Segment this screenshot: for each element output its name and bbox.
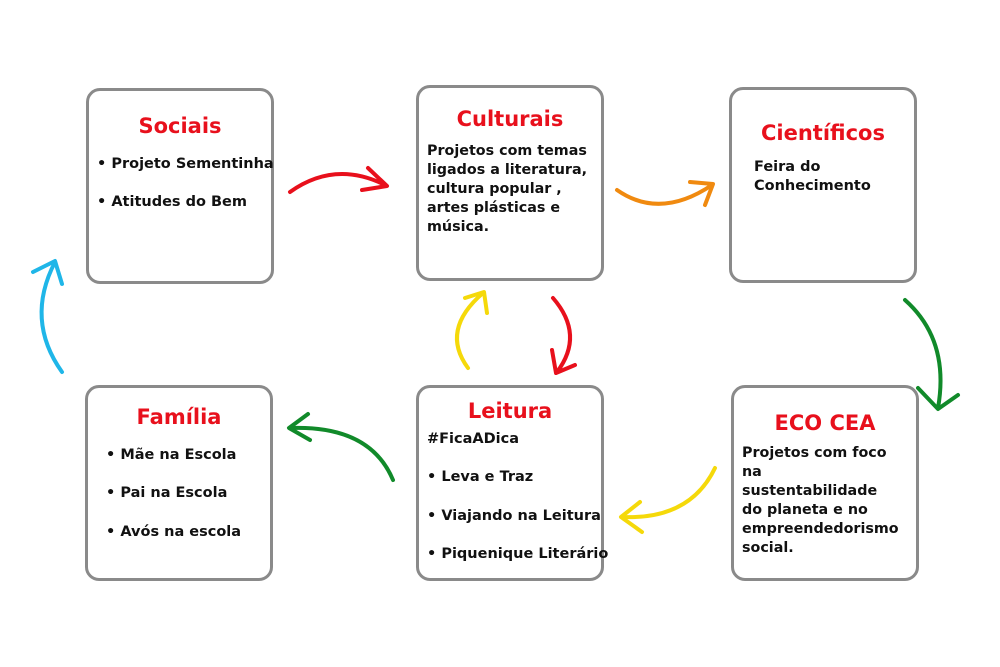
text-culturais: Projetos com temas ligados a literatura,…: [427, 143, 588, 235]
box-leitura: Leitura #FicaADica Leva e Traz Viajando …: [416, 385, 608, 581]
item-leitura-3: Piquenique Literário: [427, 545, 608, 564]
item-sociais-2: Atitudes do Bem: [97, 193, 263, 212]
title-sociais: Sociais: [138, 114, 222, 138]
item-familia-1: Mãe na Escola: [106, 446, 262, 465]
title-culturais: Culturais: [456, 107, 564, 131]
title-familia: Família: [136, 405, 222, 429]
text-ecocea: Projetos com foco na sustentabilidade do…: [742, 445, 899, 556]
box-sociais: Sociais Projeto Sementinha Atitudes do B…: [86, 88, 274, 284]
title-cientificos: Científicos: [761, 121, 885, 145]
box-ecocea: ECO CEA Projetos com foco na sustentabil…: [731, 385, 919, 581]
arrow-ecocea-to-leitura: [619, 466, 717, 534]
arrow-leitura-to-familia: [287, 412, 395, 482]
item-leitura-2: Viajando na Leitura: [427, 507, 601, 526]
item-sociais-1: Projeto Sementinha: [97, 155, 273, 174]
box-familia: Família Mãe na Escola Pai na Escola Avós…: [85, 385, 273, 581]
item-leitura-1: Leva e Traz: [427, 468, 593, 487]
box-cientificos: Científicos Feira do Conhecimento: [729, 87, 917, 283]
item-familia-3: Avós na escola: [106, 523, 262, 542]
item-familia-2: Pai na Escola: [106, 484, 262, 503]
arrow-leitura-to-culturais: [454, 290, 489, 370]
arrow-culturais-to-leitura: [550, 296, 577, 375]
arrow-sociais-to-culturais: [288, 166, 389, 194]
arrow-culturais-to-cientificos: [615, 180, 715, 207]
text-cientificos: Feira do Conhecimento: [754, 159, 871, 194]
title-leitura: Leitura: [467, 399, 553, 423]
box-culturais: Culturais Projetos com temas ligados a l…: [416, 85, 604, 281]
hashtag-leitura: #FicaADica: [427, 431, 520, 447]
arrow-familia-to-sociais: [31, 259, 64, 374]
title-ecocea: ECO CEA: [774, 411, 876, 435]
arrow-cientificos-to-ecocea: [903, 298, 960, 411]
